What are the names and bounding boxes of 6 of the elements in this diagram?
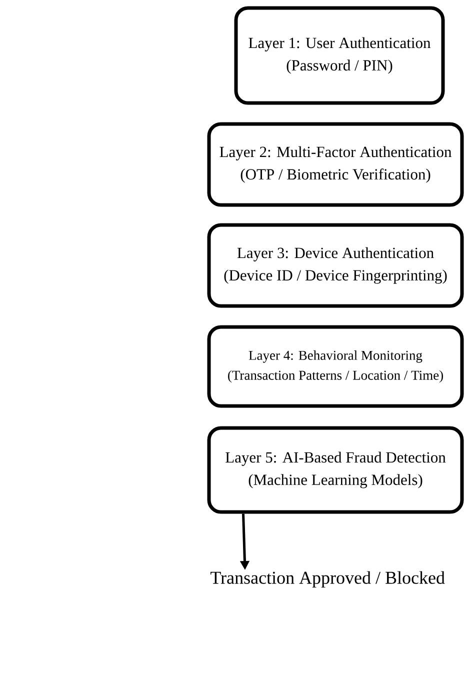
layer-box: Layer 2: Multi-Factor Authentication (OTP / Biometric Verification) [207, 122, 464, 207]
layer-box: Layer 1: User Authentication (Password / PIN) [234, 6, 445, 105]
result-text: Transaction Approved / Blocked [210, 571, 445, 588]
layer-box: Layer 3: Device Authentication (Device ID / Device Fingerprinting) [207, 223, 464, 308]
layer-box: Layer 4: Behavioral Monitoring (Transaction Patterns / Location / Time) [207, 325, 464, 408]
layer-box: Layer 5: AI-Based Fraud Detection (Machine Learning Models) [207, 426, 464, 514]
